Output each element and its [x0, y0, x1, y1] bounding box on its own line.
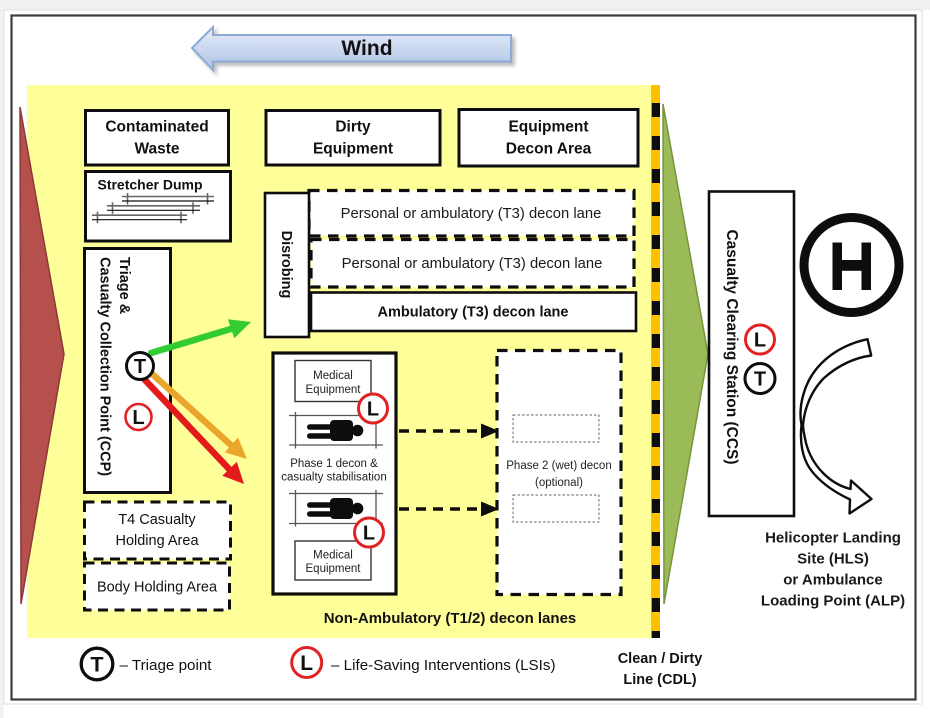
- svg-text:Dirty: Dirty: [335, 119, 371, 136]
- svg-text:L: L: [367, 399, 379, 421]
- svg-text:– Life-Saving Interventions (L: – Life-Saving Interventions (LSIs): [331, 657, 556, 674]
- svg-text:L: L: [132, 407, 144, 429]
- svg-text:Personal or ambulatory (T3) de: Personal or ambulatory (T3) decon lane: [341, 206, 602, 222]
- svg-text:L: L: [300, 652, 313, 675]
- svg-text:Clean / Dirty: Clean / Dirty: [618, 651, 703, 667]
- svg-text:Phase 2 (wet) decon: Phase 2 (wet) decon: [506, 460, 611, 472]
- svg-text:Wind: Wind: [341, 37, 392, 60]
- svg-text:Body Holding Area: Body Holding Area: [97, 580, 218, 596]
- svg-text:T: T: [90, 653, 103, 677]
- svg-text:Equipment: Equipment: [306, 563, 362, 575]
- svg-text:Loading Point (ALP): Loading Point (ALP): [761, 593, 905, 610]
- svg-text:Medical: Medical: [313, 370, 353, 382]
- svg-text:L: L: [754, 330, 766, 352]
- svg-text:Medical: Medical: [313, 550, 353, 562]
- svg-text:Line (CDL): Line (CDL): [623, 672, 696, 688]
- svg-text:Non-Ambulatory (T1/2) decon la: Non-Ambulatory (T1/2) decon lanes: [324, 610, 577, 627]
- svg-text:Ambulatory (T3) decon lane: Ambulatory (T3) decon lane: [378, 305, 569, 321]
- svg-text:Disrobing: Disrobing: [278, 231, 294, 299]
- svg-text:L: L: [363, 523, 375, 545]
- svg-text:casualty stabilisation: casualty stabilisation: [281, 472, 386, 484]
- svg-text:Contaminated: Contaminated: [105, 119, 208, 136]
- svg-text:(optional): (optional): [535, 477, 583, 489]
- svg-text:Equipment: Equipment: [313, 141, 393, 158]
- svg-text:Casualty Collection Point (CCP: Casualty Collection Point (CCP): [97, 257, 113, 476]
- svg-text:Triage &: Triage &: [116, 257, 132, 315]
- svg-text:or Ambulance: or Ambulance: [783, 572, 882, 589]
- svg-text:Decon Area: Decon Area: [506, 141, 592, 158]
- svg-text:Holding Area: Holding Area: [115, 533, 199, 549]
- svg-text:Equipment: Equipment: [508, 119, 588, 136]
- svg-text:Casualty Clearing Station (CCS: Casualty Clearing Station (CCS): [723, 229, 740, 464]
- svg-text:Stretcher Dump: Stretcher Dump: [97, 177, 202, 193]
- svg-text:Equipment: Equipment: [306, 384, 362, 396]
- svg-text:– Triage point: – Triage point: [120, 657, 213, 674]
- svg-text:Phase 1 decon &: Phase 1 decon &: [290, 458, 378, 470]
- svg-text:T: T: [134, 356, 146, 378]
- svg-text:Helicopter Landing: Helicopter Landing: [765, 530, 901, 547]
- svg-text:T4 Casualty: T4 Casualty: [118, 512, 196, 528]
- svg-text:Personal or ambulatory (T3) de: Personal or ambulatory (T3) decon lane: [342, 256, 603, 272]
- svg-text:Site (HLS): Site (HLS): [797, 551, 869, 568]
- svg-text:T: T: [754, 369, 766, 391]
- svg-text:Waste: Waste: [134, 141, 179, 158]
